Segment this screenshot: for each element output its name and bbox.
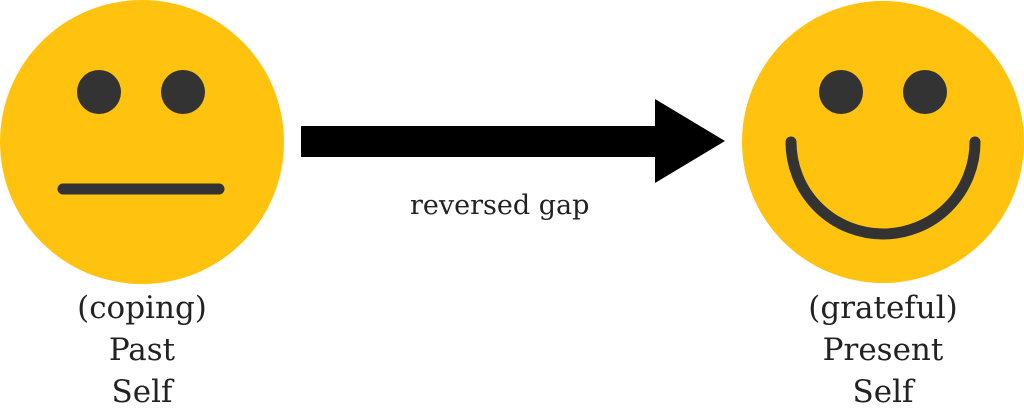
past-title-line1: Past	[108, 332, 176, 368]
present-state-label: (grateful)	[808, 290, 958, 326]
past-state-label: (coping)	[77, 290, 207, 326]
smiling-face-icon	[742, 1, 1024, 283]
neutral-face-circle	[0, 0, 284, 284]
neutral-face-icon	[0, 0, 284, 284]
neutral-face-left-eye	[77, 70, 121, 114]
smiling-face-circle	[742, 1, 1024, 283]
present-title-line2: Self	[852, 374, 914, 410]
past-title-line2: Self	[111, 374, 173, 410]
present-title-line1: Present	[822, 332, 944, 368]
neutral-face-right-eye	[161, 70, 205, 114]
right-arrow-icon	[301, 99, 725, 183]
smiling-face-right-eye	[903, 70, 947, 114]
smiling-face-mouth	[785, 136, 981, 240]
smiling-face-left-eye	[819, 70, 863, 114]
arrow-label: reversed gap	[410, 190, 590, 221]
